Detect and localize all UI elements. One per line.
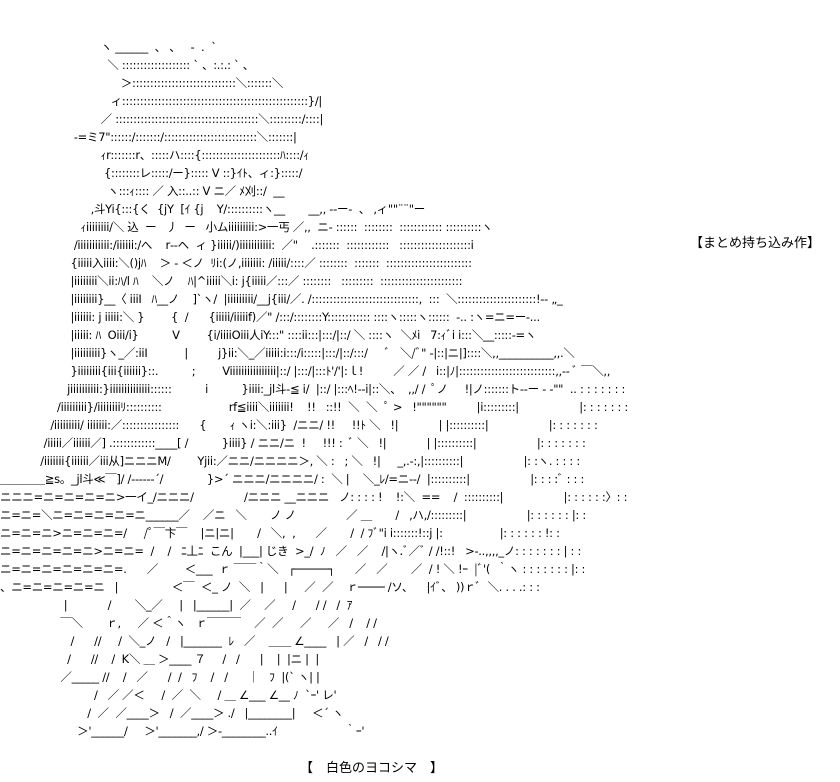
art-line: ニ=ニ=ニ=ニ=ニ=ニ=. ／ ＜___ ｒ ￣￣｀＼ ┌─────┐ ／ ／ … — [0, 562, 586, 576]
art-line: /iiiiiii{iiiiii／iii从]ニニニM/ Yjii:／ニニ/ニニニニ… — [0, 454, 580, 468]
art-line: | / ＼_／ | |______| ／ ／ / / / / ｱ — [0, 598, 353, 612]
art-line: jiiiiiiiiii:}iiiiiiiiiiiiii:::::: i }iii… — [0, 382, 626, 396]
art-line: / ／ ／____＞ / ／____＞ ./ |________| ＜´ ヽ — [0, 706, 344, 720]
art-line: ヽ ______ 、 、 - . ` — [0, 40, 217, 54]
art-line: |iiiiii: j iiiii:＼ } { / {iiiii/iiiiif)／… — [0, 310, 540, 324]
art-line: /iiiiiiiii/ iiiiiii:／:::::::::::::::: { … — [0, 418, 598, 432]
collection-title-caption: 【まとめ持ち込み作】 — [690, 236, 821, 251]
art-line: ＞'______/ ＞'_______,/ ＞‐________..ｲ ｀ｰ' — [0, 724, 365, 738]
art-line: ＼ ::::::::::::::::::: ` 、:.:.: ` 、 — [0, 58, 255, 72]
art-line: ／_____ // / ／ / / ﾌ / / ｜ ﾌ |(` ヽ| | — [0, 670, 320, 684]
art-line: 、ニ=ニ=ニ=ニ=ニ | ＜￣ ＜_ ノ ＼ | | ／ ／ ｒ──── /ソ、… — [0, 580, 540, 594]
art-line: ＞:::::::::::::::::::::::::::::＼:::::::＼ — [0, 76, 284, 90]
art-line: -=ミ7"::::::/:::::::/::::::::::::::::::::… — [0, 130, 297, 144]
art-line: ￣＼ ｒ, ／ ＜＾ヽ ｒ￣￣￣ ／ ／ ／ ／ / / / — [0, 616, 377, 630]
art-line: /iiiiiiiii}/iiiiiiiiﾘ:::::::::: rf≦iiii＼… — [0, 400, 629, 414]
art-line: ニニニ=ニ=ニ=ニ=ニ>一イ_/ニニニ/ /ニニニ __ニニニ ノ: : : :… — [0, 490, 628, 504]
art-line: ニ=ニ=ニ=ニ=ニ>ニ=ニ= / / ﾆ丄ﾆ こん |___| じき >_/ ﾉ… — [0, 544, 582, 558]
art-line: |iiiiiiii}__〈 iiiI ﾊ__ノ ]`ヽ/ |iiiiiiiii/… — [0, 292, 563, 306]
author-caption: 【 白色のヨコシマ 】 — [300, 761, 444, 776]
art-line: /iiiiiiiiiii:/iiiiii:/へ r‐‐ヘ ィ }iiiii/)i… — [0, 238, 474, 252]
art-line: ヽ:::ｨ:::: ／ 入::..:: V ニ／ ﾒ刈::/ __ — [0, 184, 285, 198]
art-line: ＿＿＿＿≧s。_jl斗≪￣]/ /‐‐‐‐‐‐´/ }>´ ニニニ/ニニニニ/ … — [0, 472, 585, 486]
art-line: |iiiii: ﾊ Oiii/i} V {i/iiiiOiii人iY:::" :… — [0, 328, 537, 342]
art-line: ニ=ニ=ニ>ニ=ニ=ニ=/ /ﾟ￣卞￣ |ニ|ニ| / ＼, , ／ / / ﾌ… — [0, 526, 560, 540]
art-line: ,斗Yi{:::{く {jY [ｲ {j Y/::::::::::ヽ__ __,… — [0, 202, 426, 216]
art-line: / // / ＼_ノ / |_______ ﾚ ／ ＿＿ ∠____ | ／ /… — [0, 634, 389, 648]
art-line: / // / K＼ ＿ ＞____ ７ / / | | |ニ | | — [0, 652, 319, 666]
art-line: ｨiiiiiiii/＼ 込 ー 丿 ー 小ムiiiiiiiii:>一丐 ／,, … — [0, 220, 493, 234]
art-line: ｨr:::::::r、:::::ハ::::{::::::::::::::::::… — [0, 148, 309, 162]
art-line: / ／ ／＜ / ／ ＼ / ＿ ∠___ ∠__ ﾉ `ｰ' レ' — [0, 688, 337, 702]
art-line: |iiiiiiiii}ヽ_／:iiI | j}ii:＼_／iiiii:i:::/… — [0, 346, 575, 360]
art-line: ィ:::::::::::::::::::::::::::::::::::::::… — [0, 94, 323, 108]
art-line: {::::::::レ:::::/ー}::::: V ::}ｲﾄ、ィ:}:::::… — [0, 166, 303, 180]
ascii-art-illustration: ヽ ______ 、 、 - . ` ＼ :::::::::::::::::::… — [0, 38, 628, 740]
art-line: |iiiiiiii＼ii:ﾊ/l ﾊ ＼ノ ﾊ|^iiiii＼i: j{iiii… — [0, 274, 463, 288]
art-line: {iiiii入iiii:＼()jﾊ ＞ ‐ ＜ノ ﾘi:(ノ,iiiiiii: … — [0, 256, 472, 270]
art-line: ／ ::::::::::::::::::::::::::::::::::::::… — [0, 112, 324, 126]
art-line: ニ=ニ=＼ニ=ニ=ニ=ニ=ニ______／ ／ニ ＼ ノ ノ ／ ＿ / ,ハ,… — [0, 508, 586, 522]
art-line: /iiiii／iiiiii／] .::::::::::::____[ / }ii… — [0, 436, 586, 450]
art-line: }iiiiiiii{iii{iiiiii}::. ; Viiiiiiiiiiii… — [0, 364, 611, 378]
